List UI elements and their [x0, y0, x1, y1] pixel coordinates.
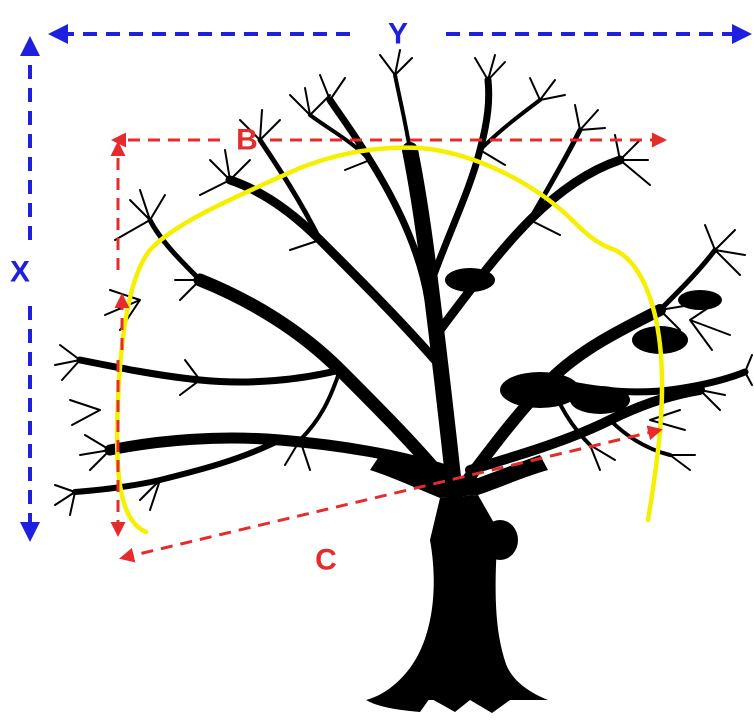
label-b: B: [236, 124, 258, 157]
dimension-c-arrow: [119, 425, 663, 563]
tree-trunk: [366, 495, 548, 700]
label-y: Y: [388, 18, 408, 51]
crown-outline: [114, 145, 665, 535]
tree-roots: [366, 698, 548, 713]
outer-dimension-lines: [20, 24, 752, 542]
label-c: C: [315, 544, 337, 577]
crown-dimension-lines: [110, 132, 667, 563]
label-x: X: [10, 256, 30, 289]
